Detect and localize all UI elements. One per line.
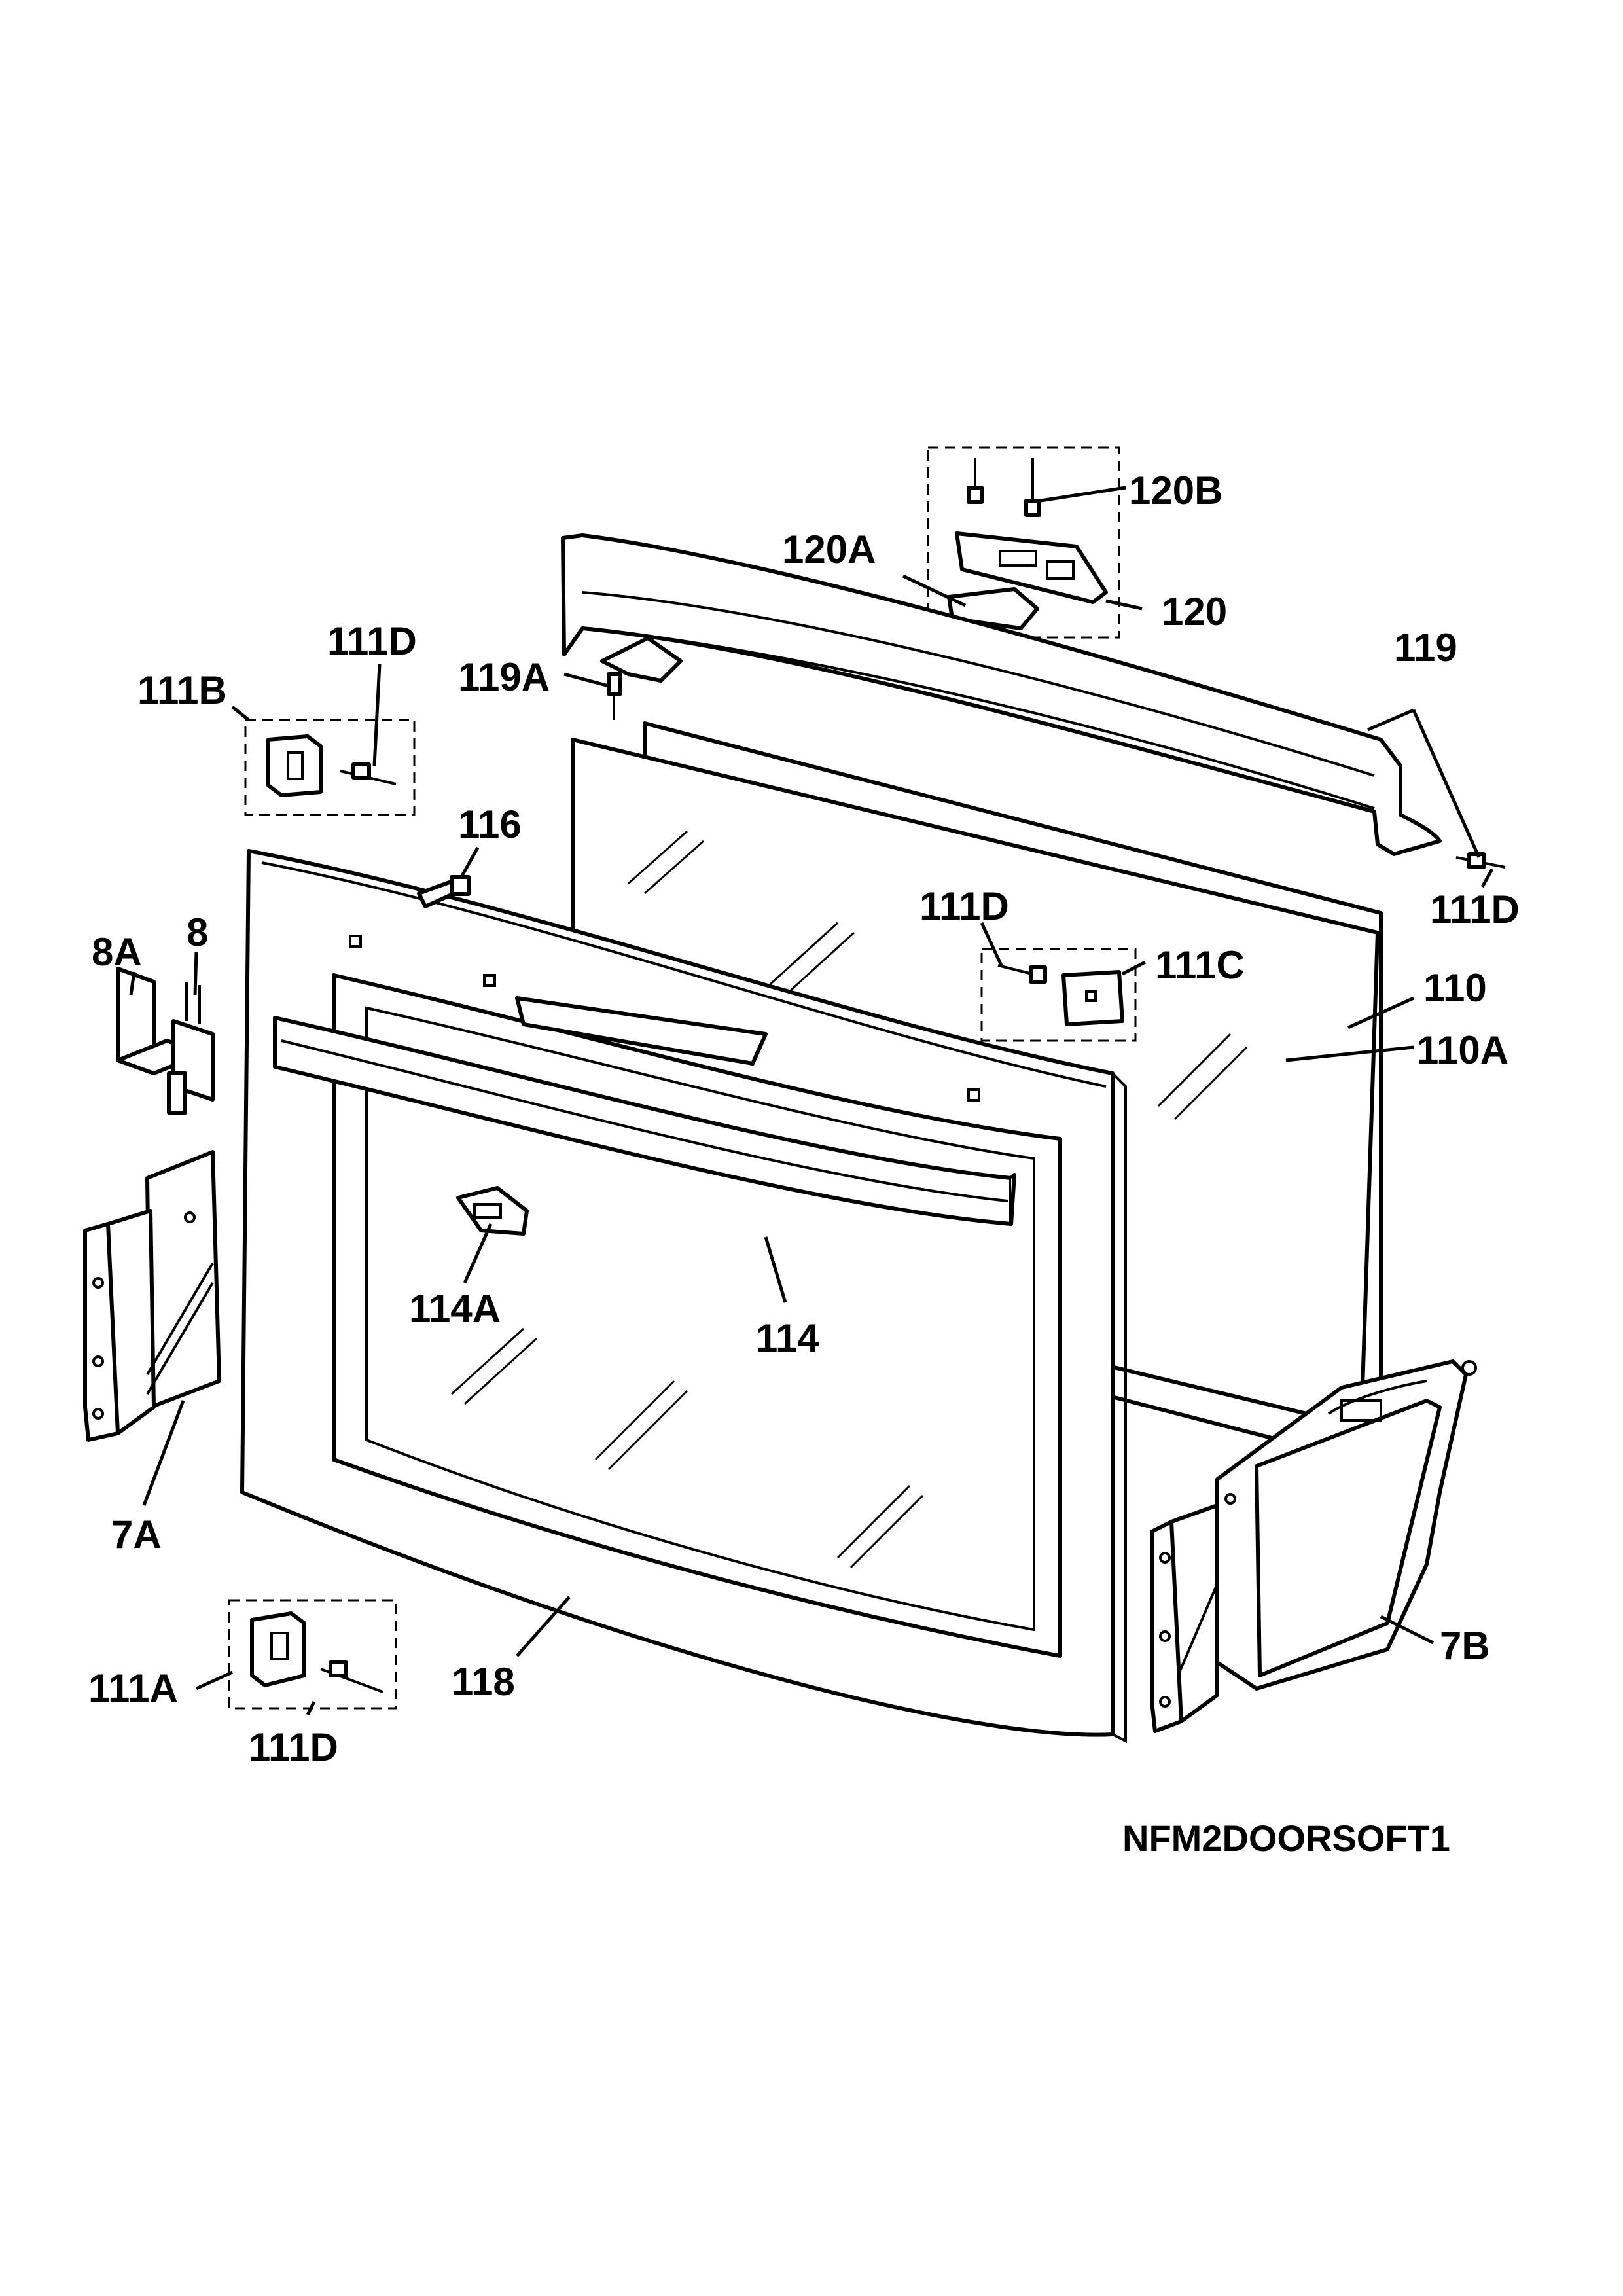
handle-bracket-114A: [456, 1186, 529, 1236]
hinge-bracket-assembly-120: [927, 446, 1120, 639]
label-7A: 7A: [111, 1513, 162, 1556]
label-111D-mid: 111D: [919, 884, 1009, 928]
label-8A: 8A: [92, 930, 142, 974]
label-111D-top: 111D: [327, 619, 417, 663]
label-111D-bottom: 111D: [249, 1725, 338, 1769]
door-hinge-7B: [1150, 1359, 1477, 1733]
label-120B: 120B: [1129, 469, 1222, 512]
label-111A: 111A: [88, 1666, 178, 1710]
label-111B: 111B: [137, 668, 227, 712]
screw-116: [417, 875, 471, 908]
label-116: 116: [458, 802, 522, 846]
label-111D-right: 111D: [1430, 888, 1520, 931]
label-7B: 7B: [1440, 1624, 1490, 1668]
label-120A: 120A: [782, 528, 876, 571]
door-switch-8: [167, 982, 215, 1115]
label-118: 118: [452, 1660, 515, 1704]
label-110A: 110A: [1417, 1028, 1508, 1072]
top-trim-119: [561, 533, 1442, 856]
label-111C: 111C: [1155, 943, 1245, 987]
label-114A: 114A: [409, 1287, 501, 1331]
leader-lines: [129, 486, 1494, 1716]
drawing-code: NFM2DOORSOFT1: [1122, 1818, 1450, 1859]
label-110: 110: [1423, 966, 1487, 1010]
hinge-receiver-111B-group: [244, 719, 416, 816]
door-handle-114: [273, 1016, 1016, 1226]
label-8: 8: [187, 910, 208, 954]
door-hinge-7A: [83, 1150, 221, 1442]
label-119A: 119A: [458, 655, 550, 699]
label-114: 114: [756, 1316, 819, 1360]
pin-111D-right: [1455, 852, 1506, 869]
label-120: 120: [1162, 590, 1227, 634]
hinge-receiver-111C-group: [980, 948, 1137, 1042]
label-119: 119: [1394, 626, 1457, 670]
hinge-receiver-111A-group: [228, 1599, 397, 1710]
hinge-clip-119A: [600, 636, 683, 720]
